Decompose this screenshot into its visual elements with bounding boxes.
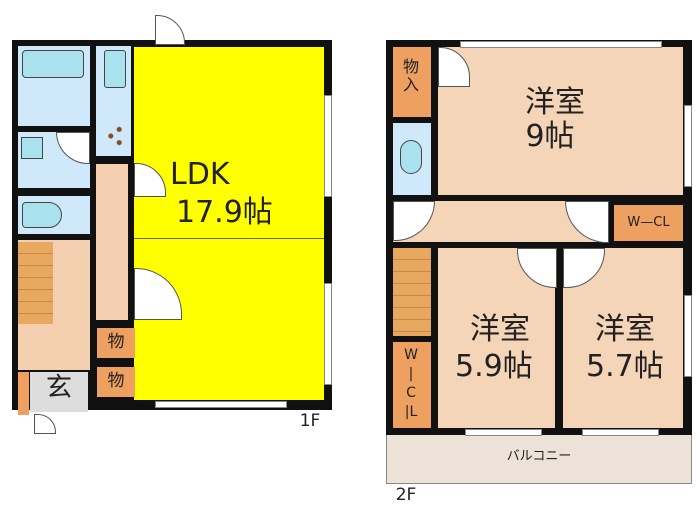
- ldk-room: [134, 47, 324, 400]
- entrance: [30, 372, 88, 412]
- room-9-size: 9帖: [525, 119, 575, 154]
- ldk-window-bottom[interactable]: [155, 401, 287, 408]
- entrance-door[interactable]: [34, 414, 56, 434]
- window-top-2f[interactable]: [460, 41, 662, 48]
- walkin-closet-h-label: W—CL: [627, 215, 670, 230]
- ldk-window-right[interactable]: [324, 95, 332, 197]
- sink-icon: [21, 137, 43, 159]
- walkin-closet-v: [393, 342, 431, 428]
- room-9-name: 洋室: [525, 85, 585, 120]
- walkin-closet-v-label: W|C|L: [404, 347, 418, 420]
- window-bottom-left-2f[interactable]: [465, 429, 542, 436]
- kitchen-sink-icon: [104, 50, 126, 88]
- storage-closet: [393, 47, 431, 117]
- ldk-size: 17.9帖: [176, 195, 273, 230]
- storage2-label: 物: [107, 371, 125, 391]
- balcony-label: バルコニー: [506, 449, 572, 464]
- corridor: [96, 164, 128, 320]
- entrance-label: 玄: [45, 373, 72, 403]
- top-door[interactable]: [155, 15, 185, 45]
- stove-icon: [108, 125, 122, 147]
- floor2-label: 2F: [395, 485, 417, 505]
- window-bottom-right-2f[interactable]: [582, 429, 659, 436]
- staircase-2f: [393, 248, 431, 336]
- window-right-2f[interactable]: [684, 105, 692, 187]
- balcony: [386, 432, 692, 484]
- room-9: [438, 47, 683, 195]
- ldk-window-right2[interactable]: [324, 283, 332, 385]
- storage1-label: 物: [107, 332, 125, 352]
- room-5-9-size: 5.9帖: [455, 349, 533, 384]
- window-right2-2f[interactable]: [684, 295, 692, 377]
- bathtub-icon: [22, 50, 84, 78]
- room-5-9-name: 洋室: [470, 312, 530, 347]
- storage2: [97, 367, 135, 397]
- room-5-7-size: 5.7帖: [586, 349, 664, 384]
- walkin-closet-h: [614, 205, 683, 241]
- ldk-divider: [134, 238, 324, 239]
- floor1-label: 1F: [299, 411, 321, 431]
- storage-closet-label: 物入: [402, 57, 419, 95]
- storage1: [97, 328, 135, 358]
- entrance-accent: [18, 372, 29, 415]
- room-5-7-name: 洋室: [595, 312, 655, 347]
- staircase: [18, 242, 53, 324]
- ldk-label: LDK: [170, 157, 230, 192]
- toilet-icon: [22, 202, 62, 228]
- toilet-icon-2f: [400, 140, 422, 174]
